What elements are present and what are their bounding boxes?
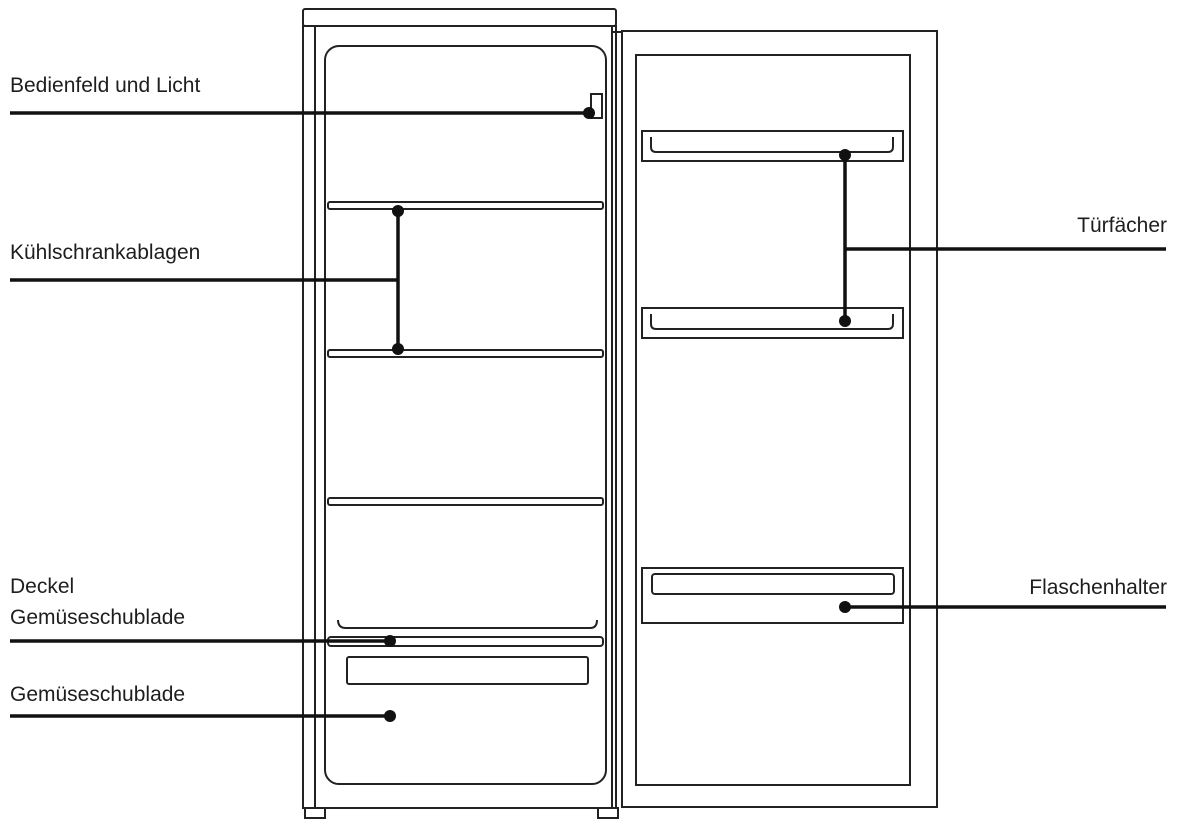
fridge-shelf-2 [327, 349, 604, 358]
leader-dot-crisper-drawer [384, 710, 396, 722]
cabinet-top-trim [302, 8, 617, 27]
label-control-panel-light: Bedienfeld und Licht [10, 74, 201, 97]
leader-dot-shelf-2 [392, 343, 404, 355]
label-crisper-lid-line1: Deckel [10, 575, 75, 598]
leader-dot-door-shelf-1 [839, 149, 851, 161]
label-crisper-lid-line2: Gemüseschublade [10, 606, 186, 629]
leader-dot-shelf-1 [392, 205, 404, 217]
leader-dot-crisper-lid [384, 635, 396, 647]
label-bottle-holder: Flaschenhalter [1029, 576, 1167, 599]
door-outer [621, 30, 938, 808]
cabinet-foot-left [304, 807, 326, 819]
fridge-shelf-1 [327, 201, 604, 210]
cabinet-liner [324, 45, 607, 785]
bottle-holder [641, 567, 904, 624]
door-shelf-1 [641, 130, 904, 162]
door-inner [635, 54, 911, 786]
label-crisper-drawer: Gemüseschublade [10, 683, 186, 706]
fridge-shelf-3 [327, 497, 604, 506]
leader-dot-door-shelf-2 [839, 315, 851, 327]
cabinet-foot-right [597, 807, 619, 819]
crisper-lid-front [337, 619, 598, 629]
label-door-shelves: Türfächer [1077, 214, 1167, 237]
crisper-drawer-handle [346, 656, 589, 685]
leader-dot-bottle-holder [839, 601, 851, 613]
label-fridge-shelves: Kühlschrankablagen [10, 241, 201, 264]
leader-dot-control-panel [583, 107, 595, 119]
control-panel-light [590, 93, 603, 119]
cabinet-outer [302, 25, 617, 809]
door-shelf-2 [641, 307, 904, 339]
